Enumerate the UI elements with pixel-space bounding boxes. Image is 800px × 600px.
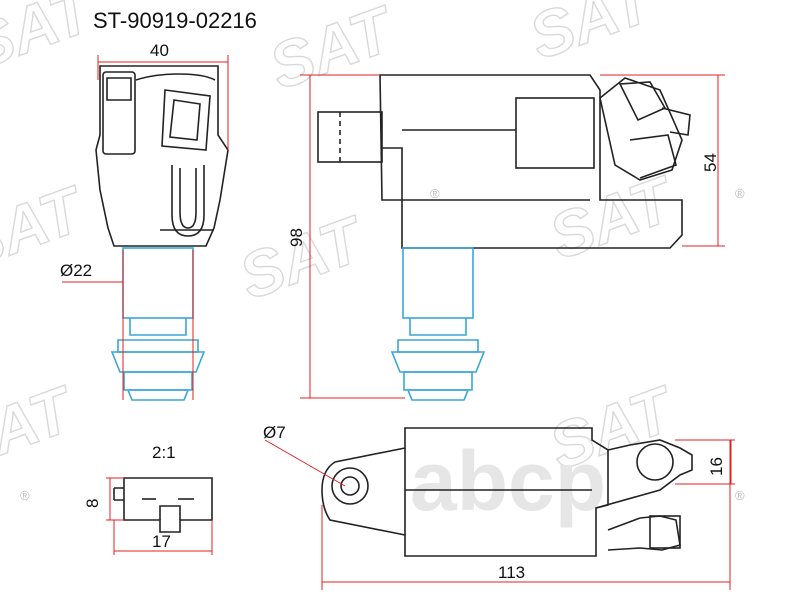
connector-ratio-label: 2:1 bbox=[152, 443, 176, 462]
dim-height-total: 98 bbox=[287, 228, 306, 247]
dim-connector-height: 8 bbox=[83, 499, 102, 508]
side-top-connector bbox=[317, 111, 383, 163]
front-wire-loop bbox=[135, 73, 216, 81]
registered-mark-1: ® bbox=[735, 186, 745, 201]
watermark-left-bottom: SAT bbox=[0, 372, 85, 483]
front-connector-right bbox=[161, 89, 211, 151]
front-body-outline bbox=[95, 65, 229, 247]
dim-diameter-boot: Ø22 bbox=[60, 261, 92, 280]
part-number-title: ST-90919-02216 bbox=[93, 8, 257, 33]
side-dimensions bbox=[300, 74, 725, 399]
dim-length-total: 113 bbox=[498, 563, 525, 582]
front-view bbox=[95, 65, 229, 247]
watermark-left-top: SAT bbox=[0, 0, 105, 83]
side-body-outline bbox=[379, 74, 683, 249]
watermark-right-top: SAT bbox=[520, 0, 665, 73]
watermark-layer: SAT SAT SAT SAT SAT SAT SAT SAT abcp ® ®… bbox=[0, 0, 745, 528]
top-view bbox=[321, 427, 693, 557]
mount-hole-inner bbox=[340, 476, 360, 496]
front-u-lead bbox=[171, 165, 205, 237]
connector-dimensions bbox=[106, 477, 213, 555]
top-view-pigtail bbox=[649, 515, 681, 549]
watermark-center-logo: abcp bbox=[410, 434, 606, 528]
front-connector-left bbox=[102, 71, 136, 155]
side-boot bbox=[390, 247, 486, 401]
registered-mark-2: ® bbox=[430, 186, 440, 201]
registered-mark-4: ® bbox=[20, 488, 30, 503]
dim-diameter-hole: Ø7 bbox=[263, 423, 286, 442]
mount-hole-outer bbox=[331, 467, 369, 505]
dim-width-top: 40 bbox=[150, 41, 169, 60]
top-view-dimensions bbox=[264, 439, 735, 590]
dim-height-mount: 16 bbox=[707, 457, 726, 476]
front-dimensions bbox=[62, 55, 229, 400]
watermark-center-mid: SAT bbox=[230, 202, 375, 313]
front-boot bbox=[110, 247, 206, 401]
dim-height-body: 54 bbox=[701, 153, 720, 172]
watermark-right-mid: SAT bbox=[540, 162, 685, 273]
watermark-center-top: SAT bbox=[260, 0, 405, 103]
dim-connector-width: 17 bbox=[152, 532, 171, 551]
side-angled-connector bbox=[599, 77, 683, 181]
registered-mark-3: ® bbox=[735, 488, 745, 503]
side-core-box bbox=[515, 97, 595, 169]
connector-face bbox=[113, 477, 213, 533]
top-view-body bbox=[321, 427, 609, 557]
side-view bbox=[317, 74, 691, 249]
top-view-terminal bbox=[636, 443, 674, 481]
